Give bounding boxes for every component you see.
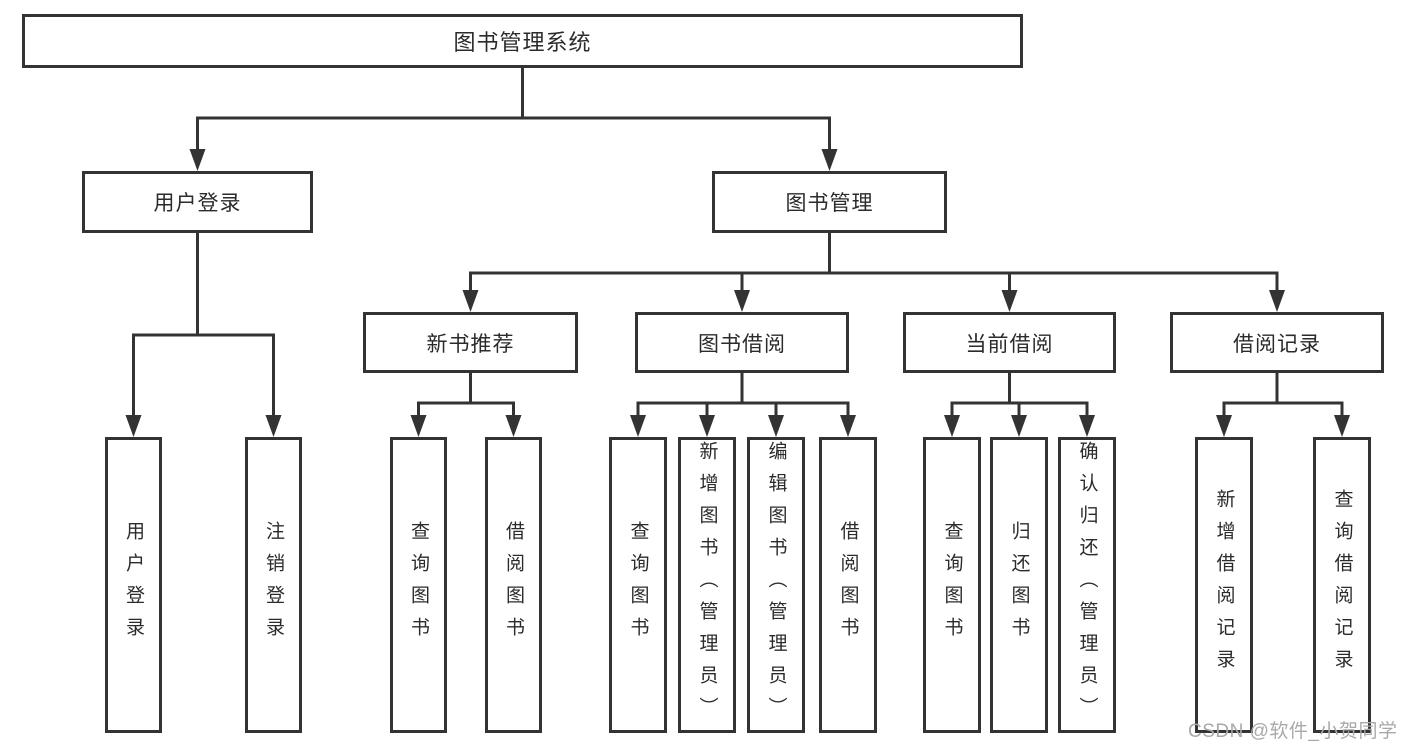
leaf-label: 归还图书 [1008, 521, 1030, 649]
node-label: 图书管理 [785, 192, 874, 215]
leaf-label: 借阅图书 [503, 521, 524, 649]
node-book-borrowing: 图书借阅 [635, 312, 849, 373]
leaf-confirm-return-admin: 确认归还（管理员） [1058, 437, 1116, 733]
leaf-query-books-borrow: 查询图书 [609, 437, 667, 733]
node-book-management: 图书管理 [712, 171, 947, 233]
leaf-logout: 注销登录 [245, 437, 302, 733]
leaf-label: 查询图书 [627, 521, 649, 649]
leaf-label: 查询图书 [408, 521, 429, 649]
node-label: 新书推荐 [426, 332, 515, 356]
leaf-add-borrow-record: 新增借阅记录 [1195, 437, 1253, 733]
leaf-label: 借阅图书 [837, 521, 859, 649]
node-borrowing-records: 借阅记录 [1170, 312, 1384, 373]
node-label: 图书借阅 [698, 332, 786, 356]
leaf-label: 确认归还（管理员） [1076, 441, 1098, 729]
csdn-watermark: CSDN @软件_小贺同学 [1188, 721, 1398, 742]
leaf-query-borrow-record: 查询借阅记录 [1313, 437, 1371, 733]
node-library-management-system: 图书管理系统 [22, 14, 1023, 68]
leaf-label: 编辑图书（管理员） [765, 441, 787, 729]
leaf-user-login: 用户登录 [105, 437, 162, 733]
node-user-login: 用户登录 [82, 171, 313, 233]
node-label: 当前借阅 [965, 332, 1054, 356]
node-label: 用户登录 [153, 192, 242, 215]
leaf-label: 新增图书（管理员） [696, 441, 718, 729]
leaf-query-books-current: 查询图书 [923, 437, 981, 733]
leaf-borrow-books-recommend: 借阅图书 [485, 437, 542, 733]
leaf-edit-books-admin: 编辑图书（管理员） [747, 437, 805, 733]
leaf-label: 注销登录 [263, 521, 284, 649]
leaf-label: 查询图书 [941, 521, 963, 649]
leaf-label: 新增借阅记录 [1213, 489, 1235, 681]
node-label: 借阅记录 [1233, 332, 1321, 356]
leaf-label: 查询借阅记录 [1331, 489, 1353, 681]
leaf-return-books: 归还图书 [990, 437, 1048, 733]
node-label: 图书管理系统 [453, 30, 592, 55]
node-new-book-recommendation: 新书推荐 [363, 312, 578, 373]
leaf-query-books-recommend: 查询图书 [390, 437, 447, 733]
leaf-borrow-books: 借阅图书 [819, 437, 877, 733]
node-current-borrowing: 当前借阅 [903, 312, 1116, 373]
leaf-add-books-admin: 新增图书（管理员） [678, 437, 736, 733]
leaf-label: 用户登录 [123, 521, 144, 649]
